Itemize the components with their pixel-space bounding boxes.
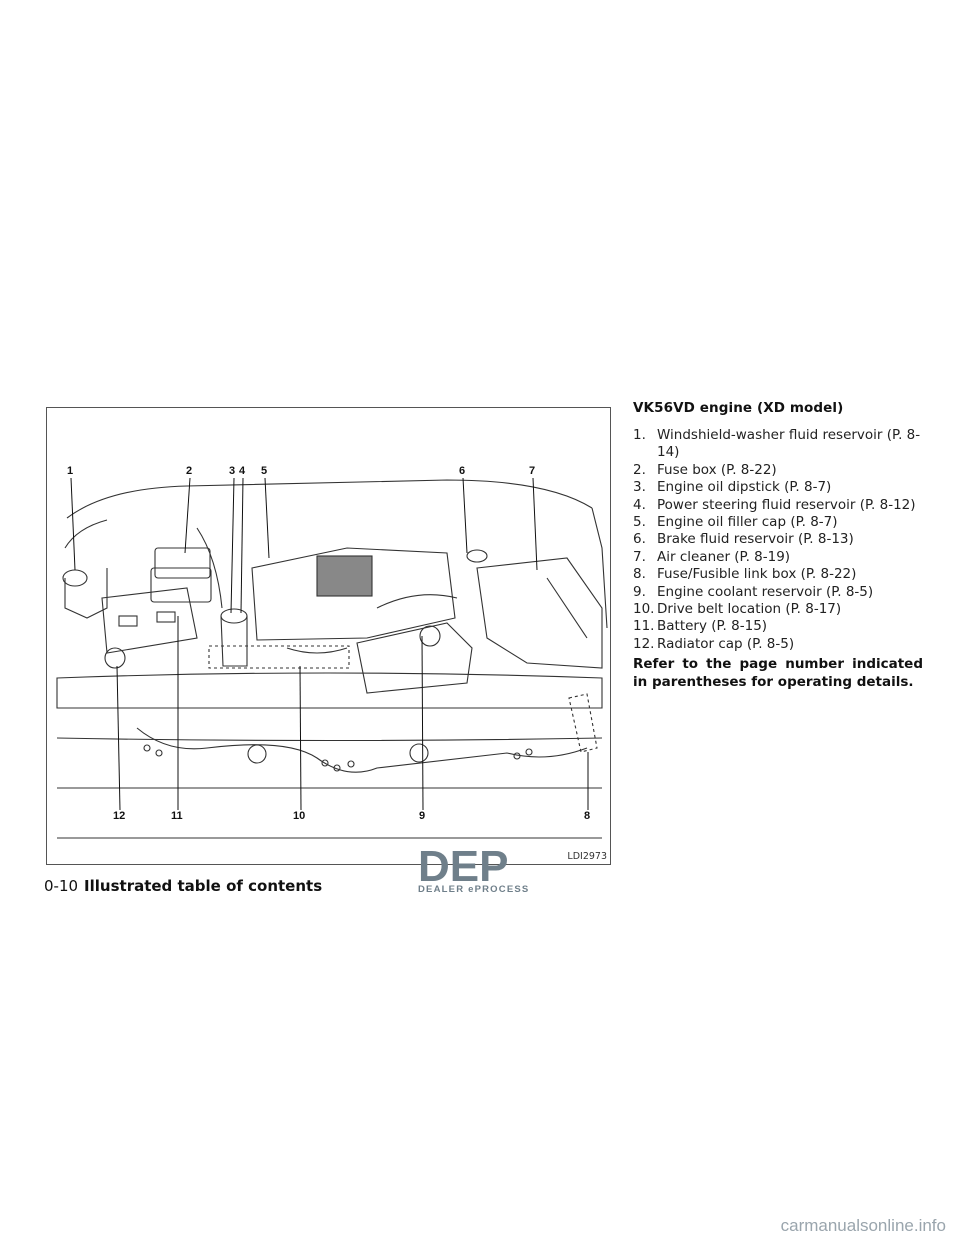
- figure-id: LDI2973: [567, 851, 607, 862]
- section-title: VK56VD engine (XD model): [633, 400, 844, 416]
- callout-9: 9: [419, 810, 426, 822]
- chapter-title: Illustrated table of contents: [84, 877, 323, 895]
- callout-8: 8: [584, 810, 591, 822]
- list-item: 11.Battery (P. 8-15): [633, 618, 768, 635]
- operating-note: Refer to the page number indicated in pa…: [633, 656, 923, 690]
- list-item: 8.Fuse/Fusible link box (P. 8-22): [633, 566, 857, 583]
- list-item: 1.Windshield-washer fluid reservoir (P. …: [633, 427, 921, 461]
- list-item: 7.Air cleaner (P. 8-19): [633, 548, 791, 565]
- callout-10: 10: [293, 810, 306, 822]
- dep-logo-icon: DEP: [418, 845, 508, 885]
- list-item: 5.Engine oil filler cap (P. 8-7): [633, 514, 838, 531]
- legend-column: VK56VD engine (XD model) 1.Windshield-wa…: [633, 400, 923, 691]
- callout-6: 6: [459, 465, 466, 477]
- list-item: 4.Power steering fluid reservoir (P. 8-1…: [633, 496, 916, 513]
- callout-7: 7: [529, 465, 536, 477]
- watermark-tagline: DEALER ePROCESS: [418, 884, 530, 895]
- engine-drawing: [56, 477, 608, 839]
- engine-illustration: 1 2 3 4 5 6 7 12 11 10 9 8 LDI2973: [46, 407, 611, 865]
- page-footer: 0-10 Illustrated table of contents: [44, 877, 322, 895]
- callout-11: 11: [171, 810, 183, 822]
- list-item: 2.Fuse box (P. 8-22): [633, 461, 777, 478]
- list-item: 9.Engine coolant reservoir (P. 8-5): [633, 583, 874, 600]
- page-number: 0-10: [44, 877, 79, 895]
- list-item: 12.Radiator cap (P. 8-5): [633, 635, 795, 652]
- callout-3: 3: [229, 465, 236, 477]
- callout-12: 12: [113, 810, 126, 822]
- component-list: 1.Windshield-washer fluid reservoir (P. …: [633, 427, 923, 653]
- site-watermark: carmanualsonline.info: [780, 1216, 946, 1235]
- svg-text:DEP: DEP: [418, 845, 508, 885]
- callout-4: 4: [239, 465, 246, 477]
- callout-2: 2: [186, 465, 193, 477]
- list-item: 10.Drive belt location (P. 8-17): [633, 601, 842, 618]
- list-item: 6.Brake fluid reservoir (P. 8-13): [633, 531, 854, 548]
- callout-1: 1: [67, 465, 74, 477]
- callout-5: 5: [261, 465, 268, 477]
- list-item: 3.Engine oil dipstick (P. 8-7): [633, 479, 832, 496]
